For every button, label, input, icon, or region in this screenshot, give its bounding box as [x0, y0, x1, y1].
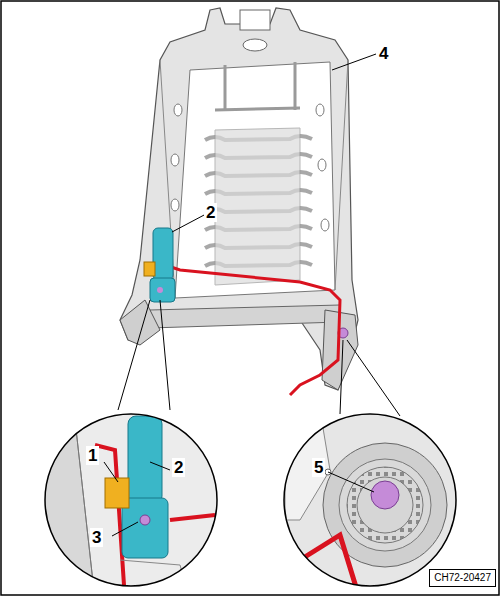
- callout-number: 4: [377, 44, 390, 63]
- figure-code: CH72-20427: [434, 572, 491, 583]
- callout-number: 5: [312, 458, 325, 477]
- figure-code-box: CH72-20427: [429, 569, 496, 587]
- callout-number: 3: [90, 528, 103, 547]
- callout-number: 1: [86, 446, 99, 465]
- callout-number: 2: [204, 203, 217, 222]
- callout-number: 2: [172, 458, 185, 477]
